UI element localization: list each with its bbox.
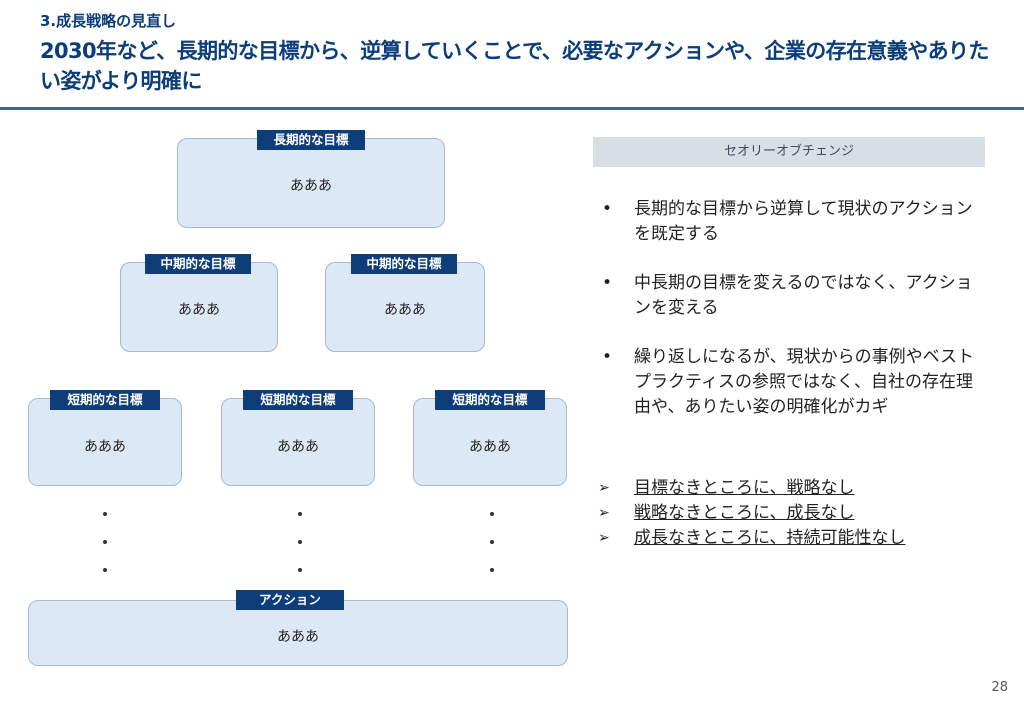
bullet-item: • 中長期の目標を変えるのではなく、アクションを変える xyxy=(598,271,978,321)
short-term-box-2: あああ xyxy=(221,398,375,486)
arrow-bullet-icon: ➢ xyxy=(598,480,610,496)
arrow-bullet-icon: ➢ xyxy=(598,505,610,521)
page-number: 28 xyxy=(991,680,1008,695)
bullet-text: 長期的な目標から逆算して現状のアクションを既定する xyxy=(634,199,973,244)
conclusion-text: 成長なきところに、持続可能性なし xyxy=(634,528,906,548)
conclusion-text: 目標なきところに、戦略なし xyxy=(634,478,855,498)
short-term-box-1: あああ xyxy=(28,398,182,486)
long-term-box: あああ xyxy=(177,138,445,228)
action-text: あああ xyxy=(277,629,319,645)
bullet-text: 中長期の目標を変えるのではなく、アクションを変える xyxy=(634,273,973,318)
theory-bullet-list: • 長期的な目標から逆算して現状のアクションを既定する • 中長期の目標を変える… xyxy=(598,197,978,444)
bullet-mark: • xyxy=(602,347,613,367)
conclusion-item: ➢ 成長なきところに、持続可能性なし xyxy=(598,526,988,551)
bullet-mark: • xyxy=(602,273,613,293)
mid-term-box-1: あああ xyxy=(120,262,278,352)
arrow-bullet-icon: ➢ xyxy=(598,530,610,546)
section-label: 3.成長戦略の見直し xyxy=(40,12,177,30)
short-term-text-1: あああ xyxy=(84,439,126,455)
short-term-tag-3: 短期的な目標 xyxy=(435,390,545,410)
conclusion-item: ➢ 戦略なきところに、成長なし xyxy=(598,501,988,526)
bullet-item: • 長期的な目標から逆算して現状のアクションを既定する xyxy=(598,197,978,247)
theory-header: セオリーオブチェンジ xyxy=(593,137,985,167)
long-term-tag: 長期的な目標 xyxy=(257,130,365,150)
page-title: 2030年など、長期的な目標から、逆算していくことで、必要なアクションや、企業の… xyxy=(40,39,989,93)
bullet-text: 繰り返しになるが、現状からの事例やベストプラクティスの参照ではなく、自社の存在理… xyxy=(634,347,974,417)
mid-term-tag-1: 中期的な目標 xyxy=(145,254,251,274)
bullet-item: • 繰り返しになるが、現状からの事例やベストプラクティスの参照ではなく、自社の存… xyxy=(598,345,978,420)
mid-term-text-2: あああ xyxy=(384,302,426,318)
mid-term-tag-2: 中期的な目標 xyxy=(351,254,457,274)
short-term-tag-2: 短期的な目標 xyxy=(243,390,353,410)
short-term-box-3: あああ xyxy=(413,398,567,486)
short-term-text-3: あああ xyxy=(469,439,511,455)
long-term-text: あああ xyxy=(290,178,332,194)
short-term-text-2: あああ xyxy=(277,439,319,455)
conclusion-list: ➢ 目標なきところに、戦略なし ➢ 戦略なきところに、成長なし ➢ 成長なきとこ… xyxy=(598,476,988,551)
mid-term-box-2: あああ xyxy=(325,262,485,352)
short-term-tag-1: 短期的な目標 xyxy=(50,390,160,410)
bullet-mark: • xyxy=(602,199,613,219)
conclusion-text: 戦略なきところに、成長なし xyxy=(634,503,855,523)
action-tag: アクション xyxy=(236,590,344,610)
conclusion-item: ➢ 目標なきところに、戦略なし xyxy=(598,476,988,501)
action-box: あああ xyxy=(28,600,568,666)
mid-term-text-1: あああ xyxy=(178,302,220,318)
title-divider xyxy=(0,107,1024,110)
